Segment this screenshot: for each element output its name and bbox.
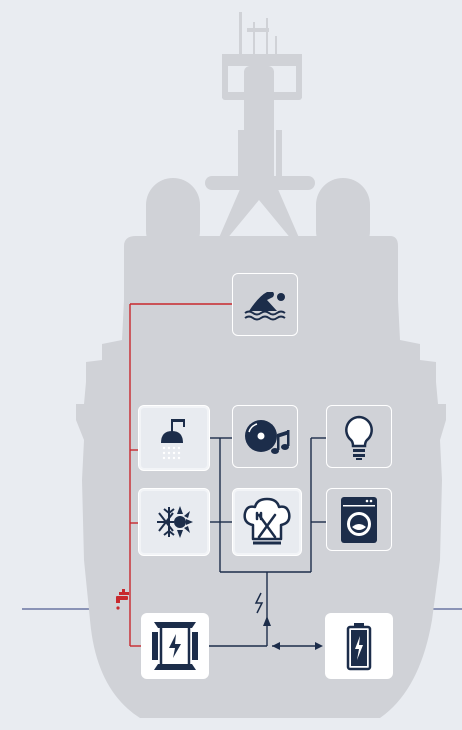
shower-icon	[161, 419, 185, 460]
battery-icon	[346, 623, 372, 671]
battery-tile[interactable]	[325, 613, 393, 679]
flow-arrows	[263, 616, 323, 650]
water-supply-lines	[129, 303, 232, 647]
light-bulb-icon	[345, 415, 373, 460]
laundry-tile[interactable]	[326, 488, 392, 551]
shower-tile[interactable]	[138, 405, 210, 471]
air-conditioning-tile[interactable]	[138, 488, 210, 556]
swimming-pool-tile[interactable]	[232, 273, 298, 336]
lighting-tile[interactable]	[326, 405, 392, 468]
entertainment-tile[interactable]	[232, 405, 298, 468]
ship-silhouette	[76, 12, 446, 718]
snowflake-sun-icon	[157, 506, 193, 538]
generator-tile[interactable]	[141, 613, 209, 679]
music-disc-icon	[245, 419, 290, 454]
water-tap-icon	[116, 589, 129, 610]
chef-hat-icon	[243, 497, 291, 545]
lightning-icon	[254, 592, 264, 614]
galley-tile[interactable]	[232, 488, 302, 556]
generator-icon	[152, 622, 198, 670]
swimmer-icon	[244, 291, 286, 320]
washing-machine-icon	[341, 496, 377, 543]
